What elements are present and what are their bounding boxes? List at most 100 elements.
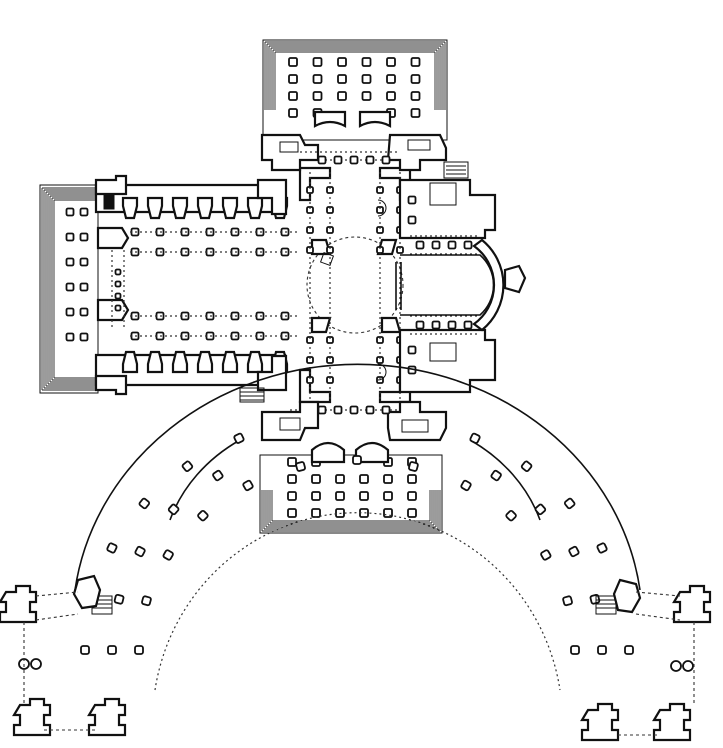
column: [359, 474, 369, 484]
column: [381, 405, 391, 415]
curved-colonnade: [72, 363, 642, 691]
column: [407, 474, 417, 484]
column: [333, 405, 343, 415]
colonnade-column: [570, 645, 580, 655]
colonnade-column: [408, 461, 419, 472]
colonnade-column: [134, 645, 144, 655]
nave-colonnades: [114, 227, 290, 341]
column: [317, 155, 327, 165]
column: [407, 491, 417, 501]
column: [407, 508, 417, 518]
buttress-pier: [246, 350, 264, 374]
east-arm-columns: [407, 195, 473, 375]
column: [288, 57, 298, 67]
column: [311, 474, 321, 484]
colonnade-column: [181, 460, 194, 472]
column: [431, 320, 441, 330]
colonnade-column: [106, 542, 118, 554]
south-portico-columns: [287, 457, 417, 518]
column: [65, 207, 75, 217]
south-portico: [259, 441, 443, 534]
buttress-pier: [171, 196, 189, 220]
column: [79, 207, 89, 217]
buttress-pier: [196, 350, 214, 374]
column: [365, 405, 375, 415]
colonnade-column: [624, 645, 634, 655]
east-apse: [377, 161, 527, 394]
column: [335, 491, 345, 501]
column: [361, 91, 372, 101]
column: [447, 320, 457, 330]
column: [381, 155, 391, 165]
column: [349, 405, 359, 415]
colonnade-column: [295, 461, 306, 472]
column: [431, 240, 441, 250]
column: [337, 57, 347, 67]
column: [65, 282, 75, 292]
north-transept: [260, 133, 448, 172]
column: [410, 91, 421, 101]
colonnade-column: [197, 509, 209, 522]
column: [114, 268, 122, 276]
dome-outline: [306, 236, 404, 334]
colonnade-column: [597, 645, 607, 655]
column: [410, 108, 421, 118]
colonnade-column: [490, 469, 502, 482]
column: [288, 74, 298, 84]
colonnade-column: [141, 595, 152, 607]
colonnade-column: [233, 432, 245, 444]
buttress-pier: [196, 196, 214, 220]
east-outer-pavilions: [580, 584, 712, 742]
column: [65, 332, 75, 342]
north-transept-columns: [317, 155, 391, 165]
colonnade-column: [540, 549, 552, 561]
column: [383, 491, 393, 501]
column: [312, 57, 323, 67]
column: [65, 232, 75, 242]
corner-pier: [94, 174, 128, 196]
column: [407, 195, 417, 205]
column: [407, 345, 417, 355]
west-side-stair: [239, 387, 265, 403]
buttress-pier: [221, 350, 239, 374]
colonnade-column: [562, 595, 573, 607]
column: [349, 155, 359, 165]
corner-pier: [256, 178, 288, 216]
north-portico-steps: [264, 41, 446, 110]
colonnade-column: [563, 497, 576, 510]
colonnade-column: [80, 645, 90, 655]
buttress-pier: [146, 350, 164, 374]
column: [114, 304, 122, 312]
colonnade-column: [520, 460, 533, 472]
crossing-columns: [306, 186, 404, 384]
nave-south-buttresses: [94, 350, 289, 396]
colonnade-column: [107, 645, 117, 655]
column: [337, 74, 347, 84]
column: [114, 292, 122, 300]
colonnade-column: [469, 432, 481, 444]
column: [79, 232, 89, 242]
column: [407, 215, 417, 225]
buttress-pier: [221, 196, 239, 220]
column: [386, 57, 396, 67]
column: [386, 91, 396, 101]
colonnade-column: [534, 503, 547, 516]
column: [447, 240, 457, 250]
column: [287, 457, 297, 467]
corner-pier: [94, 374, 128, 396]
colonnade-column: [113, 593, 125, 605]
column: [312, 74, 323, 84]
column: [287, 474, 297, 484]
column: [317, 405, 327, 415]
column: [65, 307, 75, 317]
buttress-pier: [121, 196, 139, 220]
west-nave: [39, 174, 300, 403]
column: [463, 320, 473, 330]
colonnade-column: [352, 455, 362, 465]
buttress-pier: [171, 350, 189, 374]
colonnade-column: [134, 545, 146, 558]
west-outer-pavilions: [0, 584, 127, 737]
column: [415, 320, 425, 330]
colonnade-column: [460, 479, 472, 492]
